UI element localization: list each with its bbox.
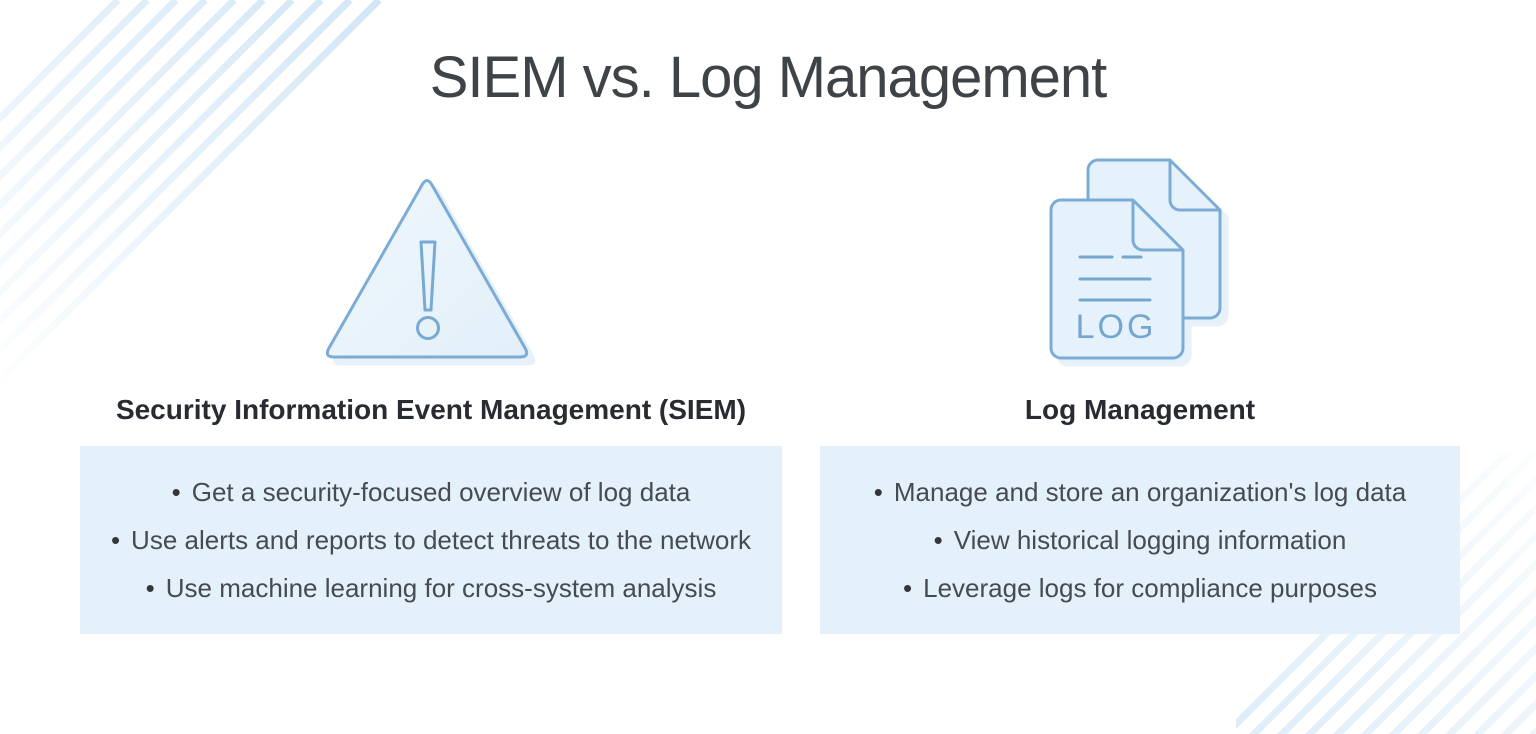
log-management-heading: Log Management — [1024, 394, 1256, 425]
bullet-text: View historical logging information — [953, 525, 1347, 555]
bullet-marker: • — [903, 573, 913, 603]
bullet-marker: • — [873, 477, 883, 507]
bullet-marker: • — [110, 525, 121, 555]
log-documents-icon: LOG — [1049, 158, 1222, 360]
log-label: LOG — [1076, 308, 1157, 346]
folded-corner — [1131, 200, 1183, 252]
exclamation-bar — [419, 240, 437, 312]
front-document: LOG — [1049, 198, 1185, 360]
triangle-outline — [325, 179, 529, 359]
bullet-text: Manage and store an organization's log d… — [893, 477, 1407, 507]
bullet-item: • Leverage logs for compliance purposes — [820, 564, 1460, 612]
text-lines — [1078, 255, 1152, 302]
bullet-text: Use machine learning for cross-system an… — [165, 573, 717, 603]
bullet-item: • Use alerts and reports to detect threat… — [80, 516, 782, 564]
warning-triangle-icon — [325, 179, 529, 359]
bullet-text: Leverage logs for compliance purposes — [923, 573, 1377, 603]
bullet-text: Use alerts and reports to detect threats… — [131, 525, 752, 555]
bullet-marker: • — [171, 477, 181, 507]
bullet-marker: • — [933, 525, 943, 555]
log-management-bullet-panel: • Manage and store an organization's log … — [820, 446, 1460, 634]
bullet-text: Get a security-focused overview of log d… — [191, 477, 691, 507]
bullet-item: • View historical logging information — [820, 516, 1460, 564]
bullet-item: • Manage and store an organization's log … — [820, 468, 1460, 516]
folded-corner — [1168, 160, 1220, 212]
bullet-marker: • — [145, 573, 155, 603]
bullet-item: • Use machine learning for cross-system a… — [80, 564, 782, 612]
siem-heading: Security Information Event Management (S… — [115, 394, 747, 425]
bullet-item: • Get a security-focused overview of log … — [80, 468, 782, 516]
siem-bullet-panel: • Get a security-focused overview of log … — [80, 446, 782, 634]
page-title: SIEM vs. Log Management — [429, 45, 1108, 110]
exclamation-dot — [416, 316, 440, 340]
